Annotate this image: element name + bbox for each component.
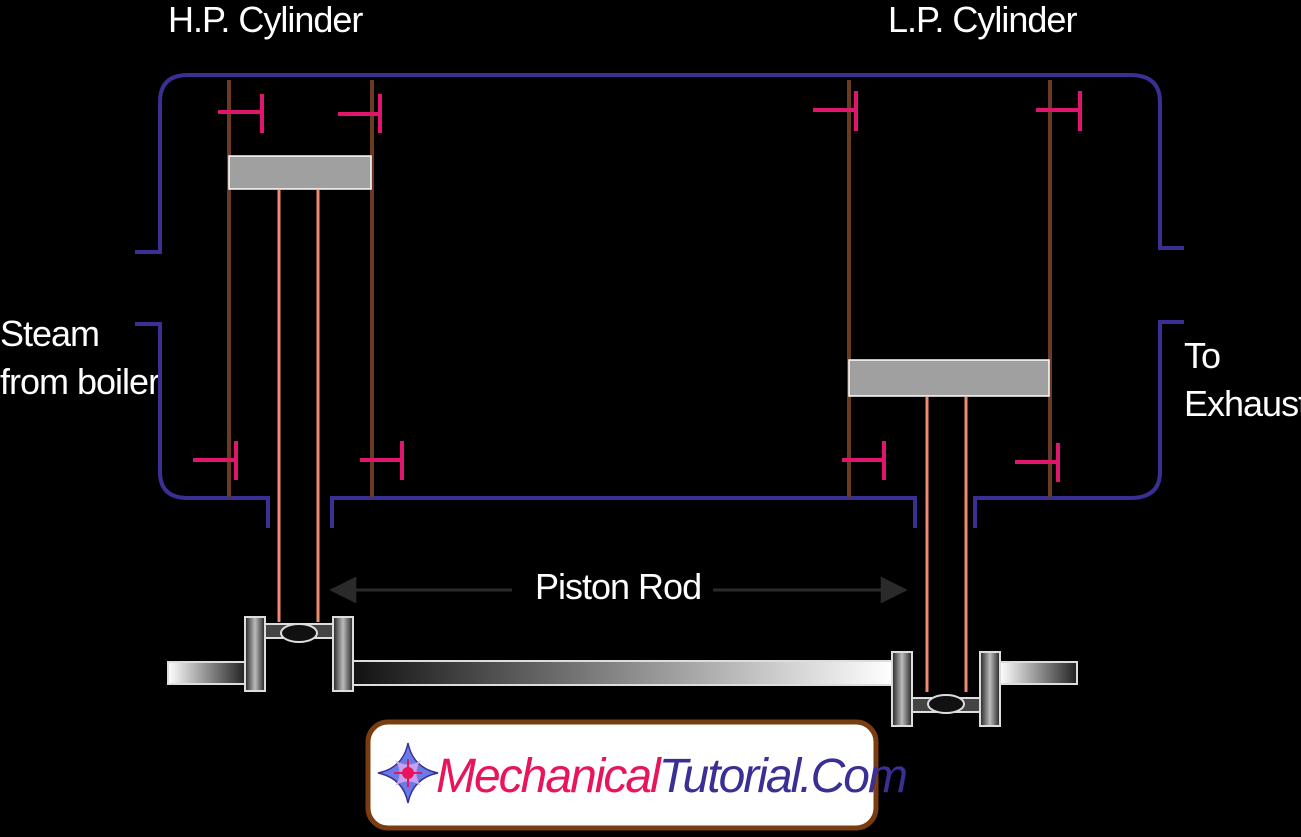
hp-cylinder-label: H.P. Cylinder [168,0,363,40]
lp-piston [848,359,1050,397]
steam-casing [135,73,1184,528]
hp-bottom-left-port [193,441,238,480]
steam-inlet-label-line2: from boiler [0,361,160,402]
steam-inlet-label-line1: Steam [0,313,99,354]
casing-top [135,73,1184,254]
casing-bottom-middle [330,496,917,528]
lp-top-right-port [1036,91,1082,131]
lp-top-left-port [813,91,858,131]
lp-crank-web-right [979,651,1001,727]
exhaust-label-line1: To [1184,335,1220,376]
star-icon [377,742,439,804]
watermark-text-part2: Tutorial.Com [659,750,906,803]
hp-crank-web-right [332,616,354,692]
hp-piston-rod [277,190,320,622]
shaft-middle [351,660,893,686]
shaft-right-end [999,661,1078,685]
lp-bottom-right-port [1015,443,1060,482]
valve-ports [193,91,1082,482]
hp-cylinder [227,80,374,497]
watermark-frame [365,719,879,831]
casing-bottom-left [135,322,270,528]
watermark-logo: MechanicalTutorial.Com [365,719,908,831]
hp-top-left-port [218,94,264,133]
lp-crank-web-left [891,651,913,727]
lp-piston-rod [925,397,968,692]
watermark-text: MechanicalTutorial.Com [436,750,906,803]
hp-piston [228,155,372,190]
crankshaft [167,616,1078,727]
hp-top-right-port [338,94,382,133]
hp-bottom-right-port [360,441,404,480]
piston-rod-label: Piston Rod [535,566,701,607]
lp-bottom-left-port [842,441,886,480]
exhaust-label-line2: Exhaust [1184,383,1301,424]
lp-cylinder-label: L.P. Cylinder [888,0,1077,40]
hp-crank-web-left [244,616,266,692]
shaft-left-end [167,661,246,685]
lp-big-end [927,694,965,714]
watermark-text-part1: Mechanical [436,750,662,803]
lp-cylinder [847,80,1052,497]
casing-bottom-right [973,320,1184,528]
hp-big-end [280,623,318,643]
